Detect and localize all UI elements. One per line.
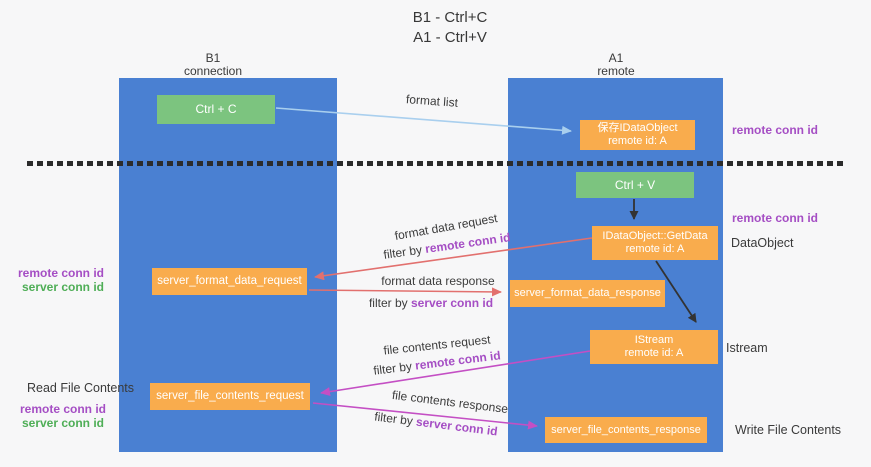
lane-header-b1: B1 connection [148, 52, 278, 77]
server-conn-id-text: server conn id [410, 296, 494, 310]
read-file-contents-label: Read File Contents [27, 381, 135, 395]
title-line-1: B1 - Ctrl+C [412, 9, 488, 26]
left-server-conn-id-1: server conn id [21, 280, 104, 294]
idataobject-getdata-box: IDataObject::GetData remote id: A [592, 226, 718, 260]
server-format-data-response-box: server_format_data_response [510, 280, 665, 307]
save-idataobject-line2: remote id: A [608, 135, 667, 147]
ctrl-c-box: Ctrl + C [157, 95, 275, 124]
diagram-title: B1 - Ctrl+C A1 - Ctrl+V [325, 8, 575, 48]
server-file-contents-response-box: server_file_contents_response [545, 417, 707, 443]
istream-line2: remote id: A [624, 347, 684, 359]
server-file-contents-response-label: server_file_contents_response [551, 423, 701, 436]
server-format-data-request-label: server_format_data_request [157, 275, 302, 287]
left-remote-conn-id-1: remote conn id [18, 266, 105, 280]
filter-by-text: filter by [382, 242, 427, 262]
server-conn-id-text: server conn id [415, 414, 499, 439]
filter-by-text: filter by [373, 409, 417, 429]
ctrl-v-label: Ctrl + V [614, 177, 656, 192]
server-file-contents-request-box: server_file_contents_request [150, 383, 310, 410]
right-remote-conn-id-2: remote conn id [732, 211, 819, 225]
lane-b1-subtitle: connection [183, 63, 243, 78]
filter-by-text: filter by [372, 358, 417, 378]
istream-side-label: Istream [726, 341, 768, 355]
idataobject-getdata-line1: IDataObject::GetData [602, 230, 708, 242]
lane-a1-name: A1 [608, 51, 624, 65]
ctrl-c-label: Ctrl + C [195, 102, 237, 116]
left-server-conn-id-2: server conn id [21, 416, 104, 430]
file-contents-response-label: file contents response [391, 387, 509, 417]
idataobject-getdata-line2: remote id: A [625, 243, 685, 255]
lane-a1-subtitle: remote [597, 63, 635, 78]
lane-b1-name: B1 [205, 51, 221, 65]
ctrl-v-box: Ctrl + V [576, 172, 694, 198]
server-file-contents-request-label: server_file_contents_request [156, 390, 304, 402]
dashed-separator-line [27, 161, 845, 166]
file-response-filter-label: filter by server conn id [374, 409, 499, 438]
format-data-response-label: format data response [381, 274, 495, 288]
right-remote-conn-id-1: remote conn id [732, 123, 819, 137]
istream-box: IStream remote id: A [590, 330, 718, 364]
format-response-filter-label: filter by server conn id [369, 296, 493, 310]
istream-line1: IStream [634, 334, 674, 346]
write-file-contents-label: Write File Contents [735, 423, 842, 437]
save-idataobject-line1: 保存IDataObject [597, 122, 678, 134]
lane-header-a1: A1 remote [551, 52, 681, 77]
title-line-2: A1 - Ctrl+V [413, 29, 487, 46]
dataobject-label: DataObject [731, 236, 794, 250]
save-idataobject-box: 保存IDataObject remote id: A [580, 120, 695, 150]
filter-by-text: filter by [368, 296, 411, 310]
arrow-format-data-response [308, 287, 502, 297]
left-remote-conn-id-2: remote conn id [19, 402, 106, 416]
format-list-label: format list [405, 92, 459, 110]
server-format-data-request-box: server_format_data_request [152, 268, 307, 295]
server-format-data-response-label: server_format_data_response [514, 287, 661, 299]
